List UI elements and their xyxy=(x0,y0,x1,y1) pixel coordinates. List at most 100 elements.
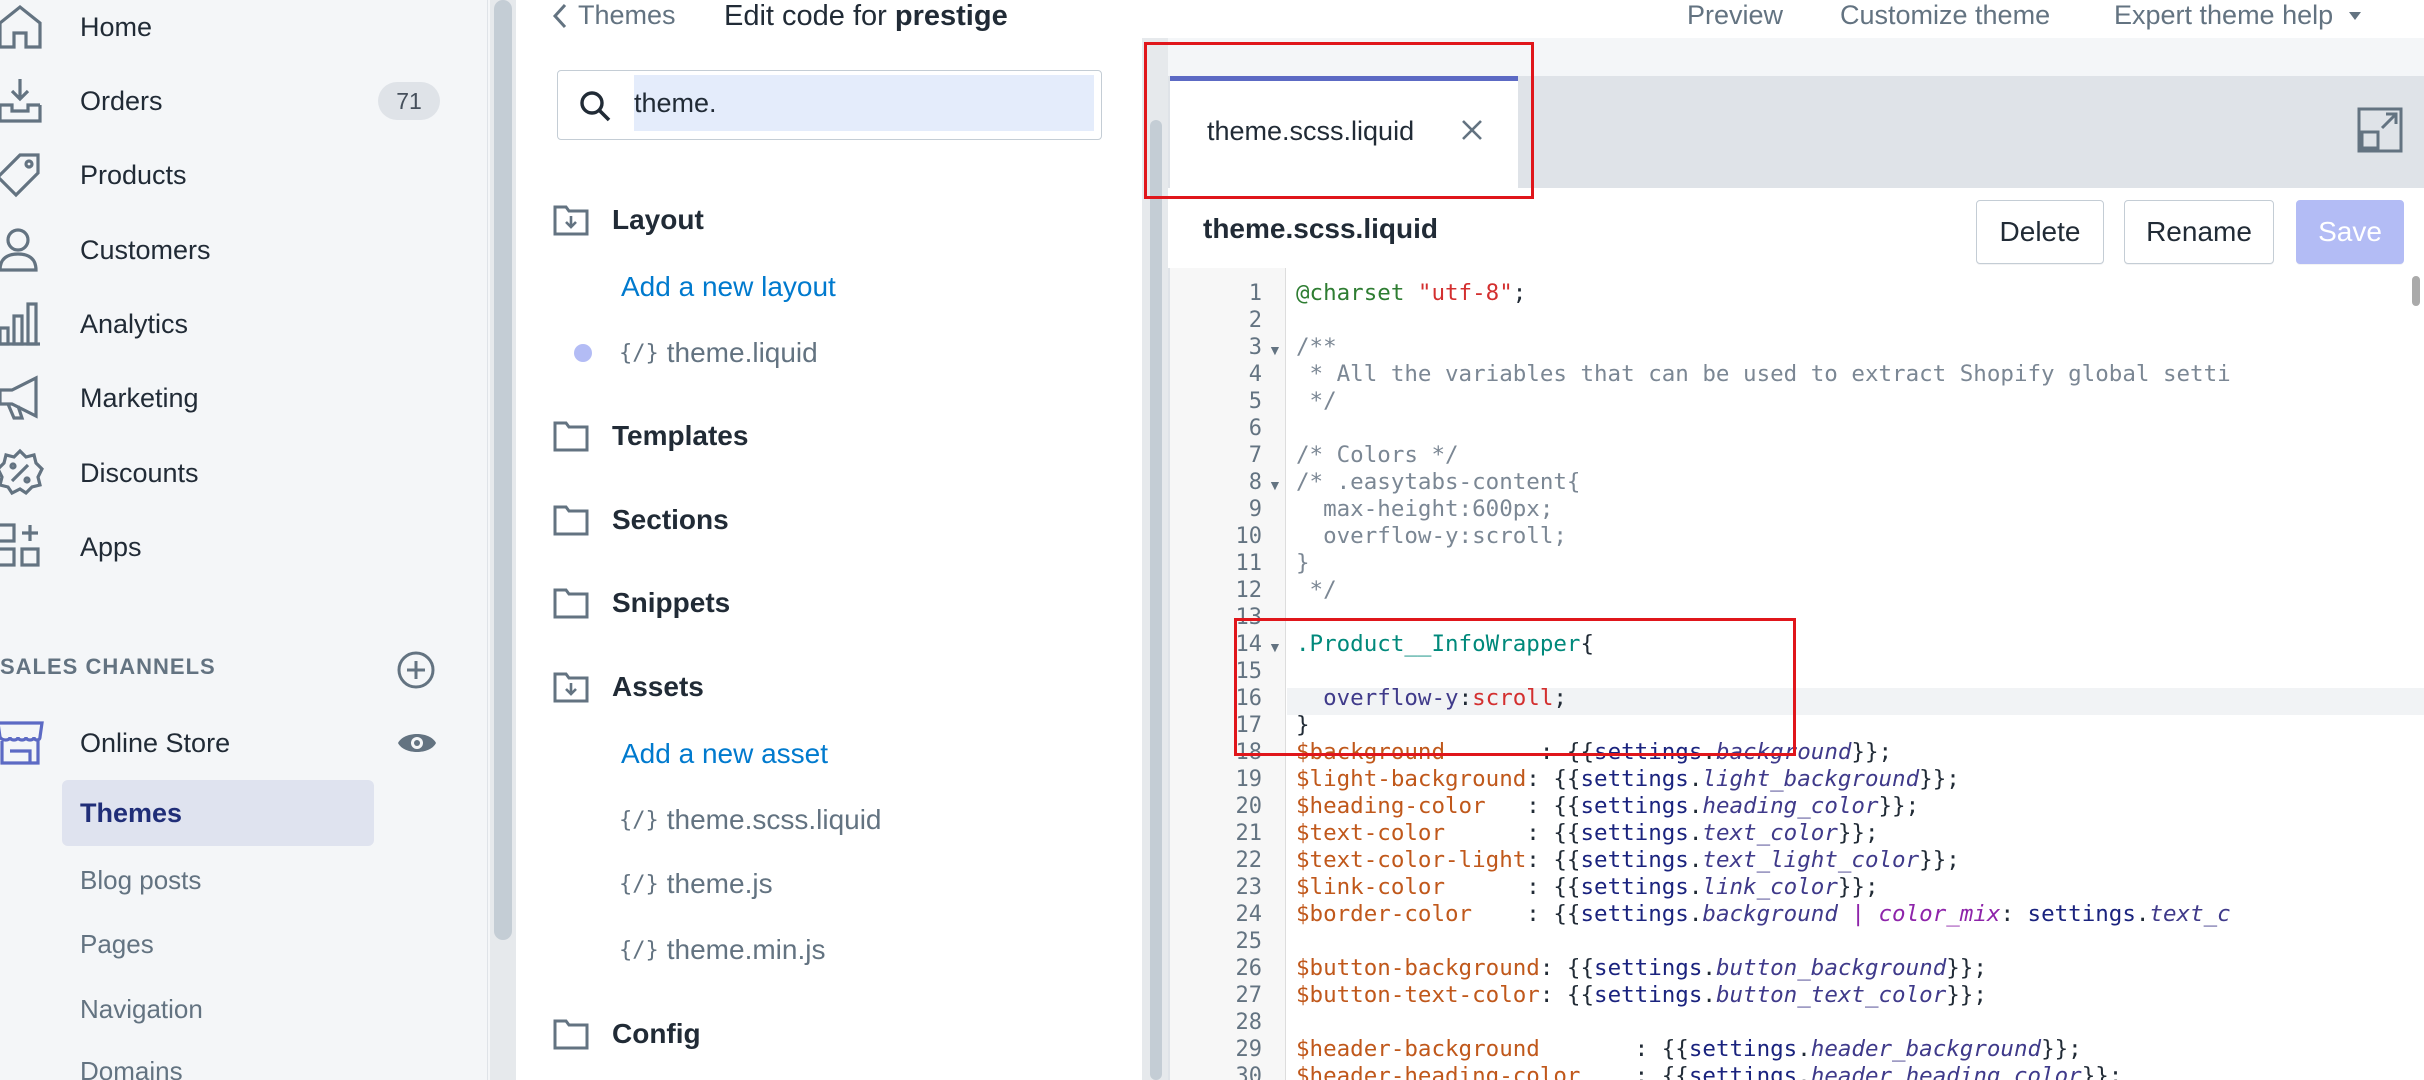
nav-item-marketing[interactable]: Marketing xyxy=(0,363,460,433)
code-editor[interactable] xyxy=(1170,268,2424,1080)
add-new-layout-link[interactable]: Add a new layout xyxy=(621,271,836,302)
code-line: $header-background : {{settings.header_b… xyxy=(1296,1036,2082,1062)
nav-item-apps[interactable]: Apps xyxy=(0,512,460,582)
tab-theme-scss-liquid[interactable] xyxy=(1170,76,1518,188)
code-line: $border-color : {{settings.background | … xyxy=(1296,901,2231,927)
file-panel-scrollbar[interactable] xyxy=(1150,120,1162,1080)
delete-button[interactable]: Delete xyxy=(1976,200,2104,264)
file-search-input[interactable] xyxy=(634,75,1094,131)
folder-icon xyxy=(553,1019,589,1050)
nav-label: Products xyxy=(80,159,187,190)
folder-config[interactable]: Config xyxy=(552,1012,701,1056)
nav-item-analytics[interactable]: Analytics xyxy=(0,289,460,359)
folder-templates[interactable]: Templates xyxy=(552,414,748,458)
code-line: $light-background: {{settings.light_back… xyxy=(1296,766,1960,792)
add-new-asset-link[interactable]: Add a new asset xyxy=(621,738,829,769)
line-number: 2 xyxy=(1248,308,1262,333)
sidebar-scrollbar[interactable] xyxy=(494,0,512,940)
code-line: $heading-color : {{settings.heading_colo… xyxy=(1296,793,1920,819)
file-name: theme.scss.liquid xyxy=(666,804,882,835)
expert-help-dropdown[interactable]: Expert theme help xyxy=(2114,0,2363,31)
rename-button[interactable]: Rename xyxy=(2124,200,2274,264)
sub-nav-blog-posts[interactable]: Blog posts xyxy=(80,865,202,895)
folder-sections[interactable]: Sections xyxy=(552,498,729,542)
back-label: Themes xyxy=(578,0,676,30)
code-file-icon: {/} xyxy=(619,871,659,897)
line-number: 27 xyxy=(1235,983,1263,1008)
code-line: $text-color : {{settings.text_color}}; xyxy=(1296,820,1879,846)
line-number: 23 xyxy=(1235,875,1263,900)
code-line: $text-color-light: {{settings.text_light… xyxy=(1296,847,1960,873)
plus-circle-icon xyxy=(397,651,435,689)
save-button[interactable]: Save xyxy=(2296,200,2404,264)
nav-label: Home xyxy=(80,11,153,42)
preview-link[interactable]: Preview xyxy=(1687,0,1784,30)
folder-assets[interactable]: Assets xyxy=(552,665,704,709)
line-number: 13 xyxy=(1235,605,1263,630)
back-to-themes-link[interactable]: Themes xyxy=(552,0,676,31)
nav-item-orders[interactable]: Orders 71 xyxy=(0,66,460,136)
fullscreen-icon[interactable] xyxy=(2356,106,2404,154)
code-line: } xyxy=(1296,550,1310,576)
code-line: $header-heading-color : {{settings.heade… xyxy=(1296,1063,2123,1080)
file-item-theme-js[interactable]: {/} theme.js xyxy=(619,868,773,900)
page-title: Edit code for prestige xyxy=(724,0,1008,33)
fold-arrow-icon[interactable]: ▼ xyxy=(1268,342,1282,358)
code-file-icon: {/} xyxy=(619,807,659,833)
sub-nav-navigation[interactable]: Navigation xyxy=(80,994,203,1024)
folder-label: Config xyxy=(612,1018,701,1049)
folder-download-icon xyxy=(553,672,589,703)
code-line: overflow-y:scroll; xyxy=(1296,523,1567,549)
add-sales-channel-button[interactable] xyxy=(396,650,436,690)
code-file-icon: {/} xyxy=(619,340,659,366)
sub-nav-pages[interactable]: Pages xyxy=(80,929,154,959)
file-name: theme.liquid xyxy=(666,337,818,368)
line-number: 12 xyxy=(1235,578,1263,603)
line-number: 1 xyxy=(1248,281,1262,306)
code-line: @charset "utf-8"; xyxy=(1296,280,1527,306)
customize-theme-link[interactable]: Customize theme xyxy=(1840,0,2051,30)
view-store-button[interactable] xyxy=(396,727,438,759)
annotation-box-tab xyxy=(1144,42,1534,199)
line-number: 19 xyxy=(1235,767,1263,792)
line-number: 11 xyxy=(1235,551,1263,576)
file-item-theme-scss-liquid[interactable]: {/} theme.scss.liquid xyxy=(619,804,882,836)
nav-item-discounts[interactable]: Discounts xyxy=(0,438,460,508)
file-item-theme-liquid[interactable]: {/} theme.liquid xyxy=(619,337,818,369)
bar-chart-icon xyxy=(0,298,46,350)
expert-help-label: Expert theme help xyxy=(2114,0,2334,30)
annotation-box-code xyxy=(1234,618,1796,756)
fold-arrow-icon[interactable]: ▼ xyxy=(1268,639,1282,655)
nav-item-home[interactable]: Home xyxy=(0,0,460,62)
search-icon xyxy=(580,91,611,122)
code-scrollbar[interactable] xyxy=(2412,276,2420,306)
folder-snippets[interactable]: Snippets xyxy=(552,581,730,625)
file-item-theme-min-js[interactable]: {/} theme.min.js xyxy=(619,934,825,966)
fold-arrow-icon[interactable]: ▼ xyxy=(1268,477,1282,493)
file-search-box[interactable] xyxy=(557,70,1102,140)
code-line: $link-color : {{settings.link_color}}; xyxy=(1296,874,1879,900)
tab-label: theme.scss.liquid xyxy=(1207,116,1415,146)
line-number: 28 xyxy=(1235,1010,1263,1035)
code-line: $button-background: {{settings.button_ba… xyxy=(1296,955,1987,981)
home-icon xyxy=(0,1,46,53)
folder-label: Layout xyxy=(612,204,704,235)
line-number: 9 xyxy=(1248,497,1262,522)
folder-layout[interactable]: Layout xyxy=(552,198,704,242)
sub-nav-domains[interactable]: Domains xyxy=(80,1056,183,1080)
nav-item-products[interactable]: Products xyxy=(0,140,460,210)
megaphone-icon xyxy=(0,372,46,424)
apps-icon xyxy=(0,521,46,573)
close-icon[interactable] xyxy=(1458,116,1486,144)
file-name: theme.js xyxy=(666,868,773,899)
nav-item-customers[interactable]: Customers xyxy=(0,215,460,285)
line-number: 18 xyxy=(1235,740,1263,765)
modified-indicator-dot xyxy=(574,344,592,362)
folder-label: Snippets xyxy=(612,587,731,618)
line-number: 3 xyxy=(1248,335,1262,360)
folder-icon xyxy=(553,421,589,452)
line-number: 26 xyxy=(1235,956,1263,981)
file-name: theme.min.js xyxy=(666,934,826,965)
nav-item-online-store[interactable]: Online Store xyxy=(0,708,460,778)
sub-nav-themes[interactable]: Themes xyxy=(80,798,183,828)
